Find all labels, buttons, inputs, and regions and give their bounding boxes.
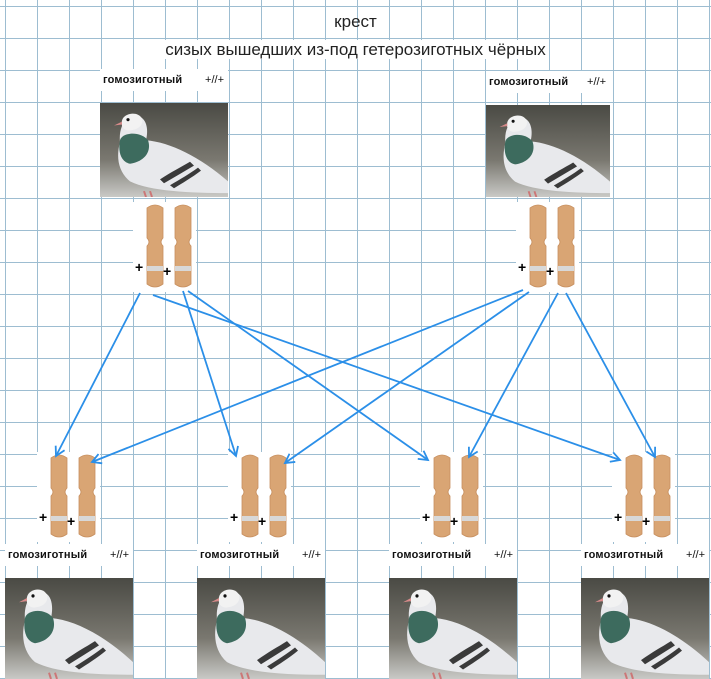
offspring-2-label-row: гомозиготный +//+ (197, 544, 325, 566)
zygosity-label: гомозиготный (103, 74, 183, 86)
arrow-p1-left-to-child1 (54, 292, 141, 458)
offspring-3-label-row: гомозиготный +//+ (389, 544, 517, 566)
parent-2-chromosome-pair: + + (516, 202, 579, 292)
arrow-p2-right-to-child4 (565, 292, 657, 459)
arrow-p2-left-to-child2 (283, 291, 530, 465)
offspring-1-label-row: гомозиготный +//+ (5, 544, 133, 566)
allele-plus: + (67, 513, 75, 529)
zygosity-label: гомозиготный (584, 549, 664, 561)
allele-plus: + (39, 509, 47, 525)
arrow-p2-right-to-child3 (467, 292, 559, 459)
allele-plus: + (135, 259, 143, 275)
genotype-label: +//+ (494, 549, 513, 561)
genotype-label: +//+ (686, 549, 705, 561)
offspring-4-pigeon-photo (581, 578, 709, 679)
zygosity-label: гомозиготный (489, 76, 569, 88)
offspring-3-chromosome-pair: + + (420, 452, 483, 542)
offspring-4-label-row: гомозиготный +//+ (581, 544, 709, 566)
parent-1-pigeon-photo (100, 103, 228, 197)
genotype-label: +//+ (587, 76, 606, 88)
offspring-3-pigeon-photo (389, 578, 517, 679)
arrow-p1-left-to-child4 (152, 294, 622, 463)
genotype-label: +//+ (302, 549, 321, 561)
offspring-1-chromosome-pair: + + (37, 452, 100, 542)
arrow-p1-right-to-child3 (187, 290, 430, 462)
allele-plus: + (642, 513, 650, 529)
diagram-title: крест (334, 12, 377, 31)
offspring-2-chromosome-pair: + + (228, 452, 291, 542)
parent-1-label-row: гомозиготный +//+ (100, 69, 228, 91)
allele-plus: + (422, 509, 430, 525)
allele-plus: + (230, 509, 238, 525)
genotype-label: +//+ (110, 549, 129, 561)
offspring-1-pigeon-photo (5, 578, 133, 679)
allele-plus: + (546, 263, 554, 279)
zygosity-label: гомозиготный (8, 549, 88, 561)
offspring-4-chromosome-pair: + + (612, 452, 675, 542)
parent-2-label-row: гомозиготный +//+ (486, 71, 610, 93)
offspring-2-pigeon-photo (197, 578, 325, 679)
arrow-p2-left-to-child1 (90, 289, 524, 465)
zygosity-label: гомозиготный (200, 549, 280, 561)
diagram-subtitle: сизых вышедших из-под гетерозиготных чёр… (163, 40, 548, 59)
zygosity-label: гомозиготный (392, 549, 472, 561)
parent-2-pigeon-photo (486, 105, 610, 197)
genotype-label: +//+ (205, 74, 224, 86)
allele-plus: + (163, 263, 171, 279)
allele-plus: + (258, 513, 266, 529)
allele-plus: + (518, 259, 526, 275)
allele-plus: + (450, 513, 458, 529)
arrow-p1-right-to-child2 (182, 290, 239, 458)
allele-plus: + (614, 509, 622, 525)
parent-1-chromosome-pair: + + (133, 202, 196, 292)
